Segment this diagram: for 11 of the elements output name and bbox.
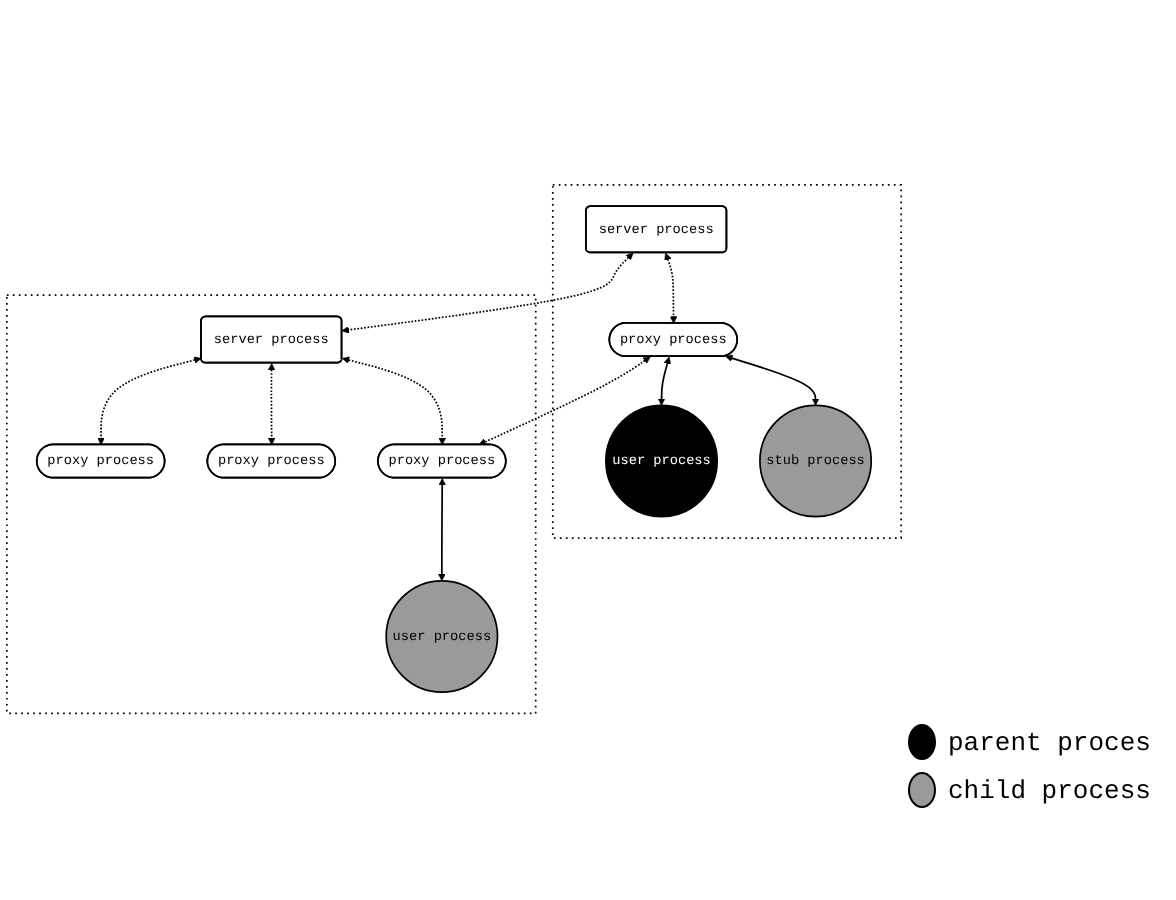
arrow bbox=[657, 357, 671, 407]
arrow bbox=[478, 357, 651, 447]
arrow bbox=[725, 355, 820, 407]
legend-text: child process bbox=[948, 775, 1151, 805]
arrow bbox=[267, 363, 276, 446]
arrow bbox=[341, 253, 634, 335]
arrow bbox=[664, 253, 678, 325]
arrow bbox=[341, 357, 446, 446]
arrow bbox=[97, 357, 202, 446]
arrow bbox=[438, 478, 446, 582]
legend-text: parent proces bbox=[948, 727, 1151, 757]
